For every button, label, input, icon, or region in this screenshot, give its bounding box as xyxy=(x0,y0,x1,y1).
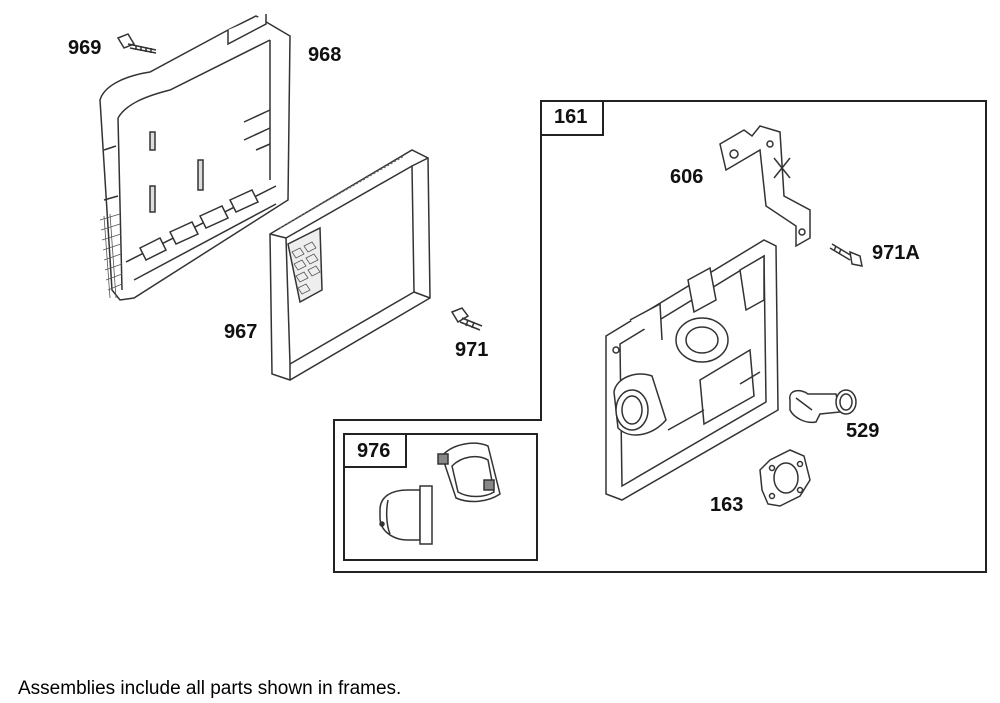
label-529: 529 xyxy=(846,420,880,442)
frame-label-976: 976 xyxy=(357,440,391,462)
assembly-note: Assemblies include all parts shown in fr… xyxy=(18,678,402,699)
label-163: 163 xyxy=(710,494,744,516)
label-969: 969 xyxy=(68,37,102,59)
air-filter-967 xyxy=(269,149,431,381)
frame-label-161: 161 xyxy=(554,106,588,128)
elbow-529 xyxy=(789,389,857,424)
label-971A: 971A xyxy=(872,242,920,264)
frame-976 xyxy=(343,433,538,561)
screw-971 xyxy=(450,307,483,331)
base-housing-grille xyxy=(99,213,123,299)
label-971: 971 xyxy=(455,339,489,361)
screw-969 xyxy=(116,33,157,54)
frame-161-tag xyxy=(540,100,604,136)
base-plate-161 xyxy=(605,239,779,501)
cap-976 xyxy=(379,485,433,545)
screw-971A xyxy=(829,243,863,267)
frame-161 xyxy=(333,100,987,573)
clamp-ring-976 xyxy=(437,442,501,503)
bracket-606 xyxy=(719,125,811,248)
base-housing-968 xyxy=(99,14,291,301)
label-606: 606 xyxy=(670,166,704,188)
label-967: 967 xyxy=(224,321,258,343)
label-968: 968 xyxy=(308,44,342,66)
gasket-163 xyxy=(759,449,811,507)
frame-976-tag xyxy=(343,433,407,468)
